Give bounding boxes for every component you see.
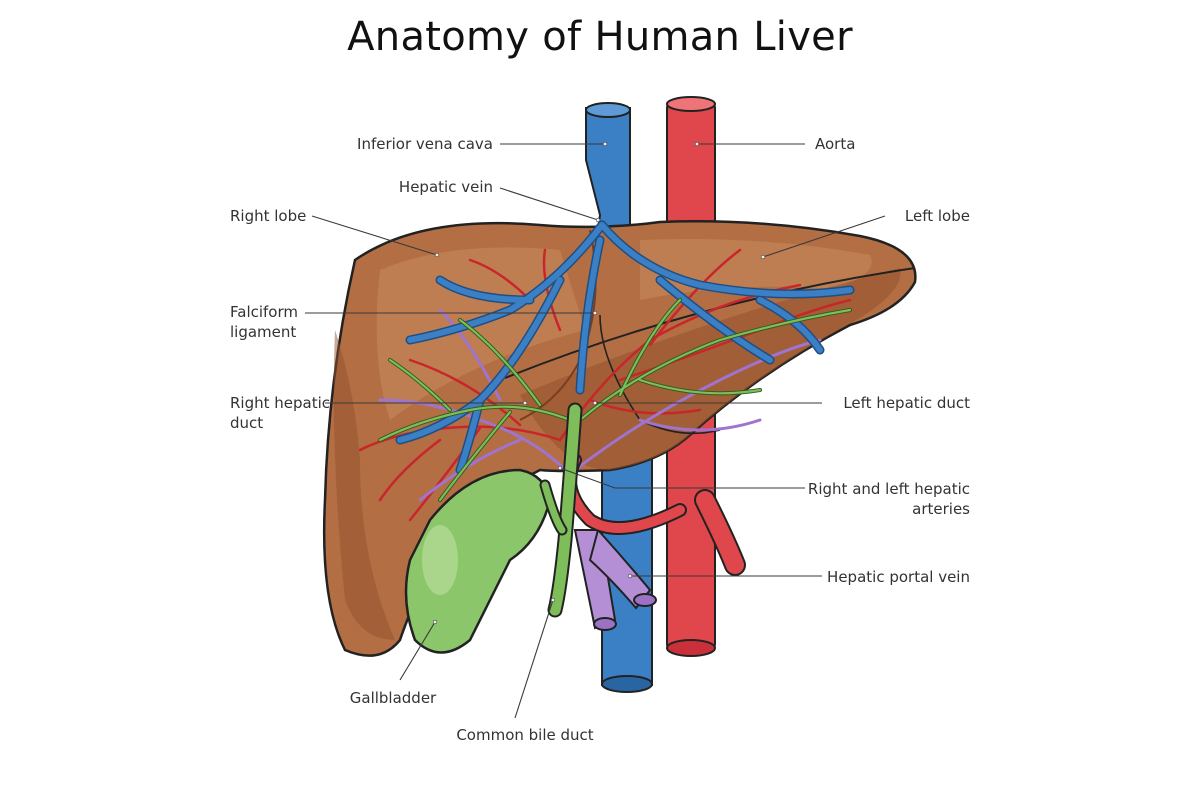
leader-hepatic-vein [499,187,599,221]
label-arteries-line2: arteries [912,500,970,518]
label-aorta: Aorta [815,135,855,153]
label-right-hepatic-duct-line1: Right hepatic [230,394,330,412]
leader-gallbladder [399,621,436,681]
leader-lines [305,141,886,719]
leader-right-lobe [311,215,438,256]
label-gallbladder: Gallbladder [350,689,437,707]
label-right-lobe: Right lobe [230,207,306,225]
gallbladder-organ [404,468,552,654]
leader-hepatic-arteries [559,467,805,489]
common-bile-duct-tube [539,402,583,618]
inferior-vena-cava-vessel [585,102,653,693]
label-falciform-line1: Falciform [230,303,298,321]
label-portal-vein: Hepatic portal vein [827,568,970,586]
leader-left-lobe [762,215,886,258]
label-left-lobe: Left lobe [905,207,970,225]
label-inferior-vena-cava: Inferior vena cava [357,135,493,153]
label-arteries-line1: Right and left hepatic [808,480,970,498]
page-title: Anatomy of Human Liver [347,14,853,60]
label-falciform-line2: ligament [230,323,296,341]
label-right-hepatic-duct-line2: duct [230,414,263,432]
leader-common-bile-duct [514,599,554,719]
label-hepatic-vein: Hepatic vein [399,178,493,196]
label-common-bile-duct: Common bile duct [456,726,593,744]
labels: Inferior vena cava Aorta Hepatic vein Ri… [230,135,970,744]
label-left-hepatic-duct: Left hepatic duct [843,394,970,412]
hepatic-portal-vein [573,527,657,631]
